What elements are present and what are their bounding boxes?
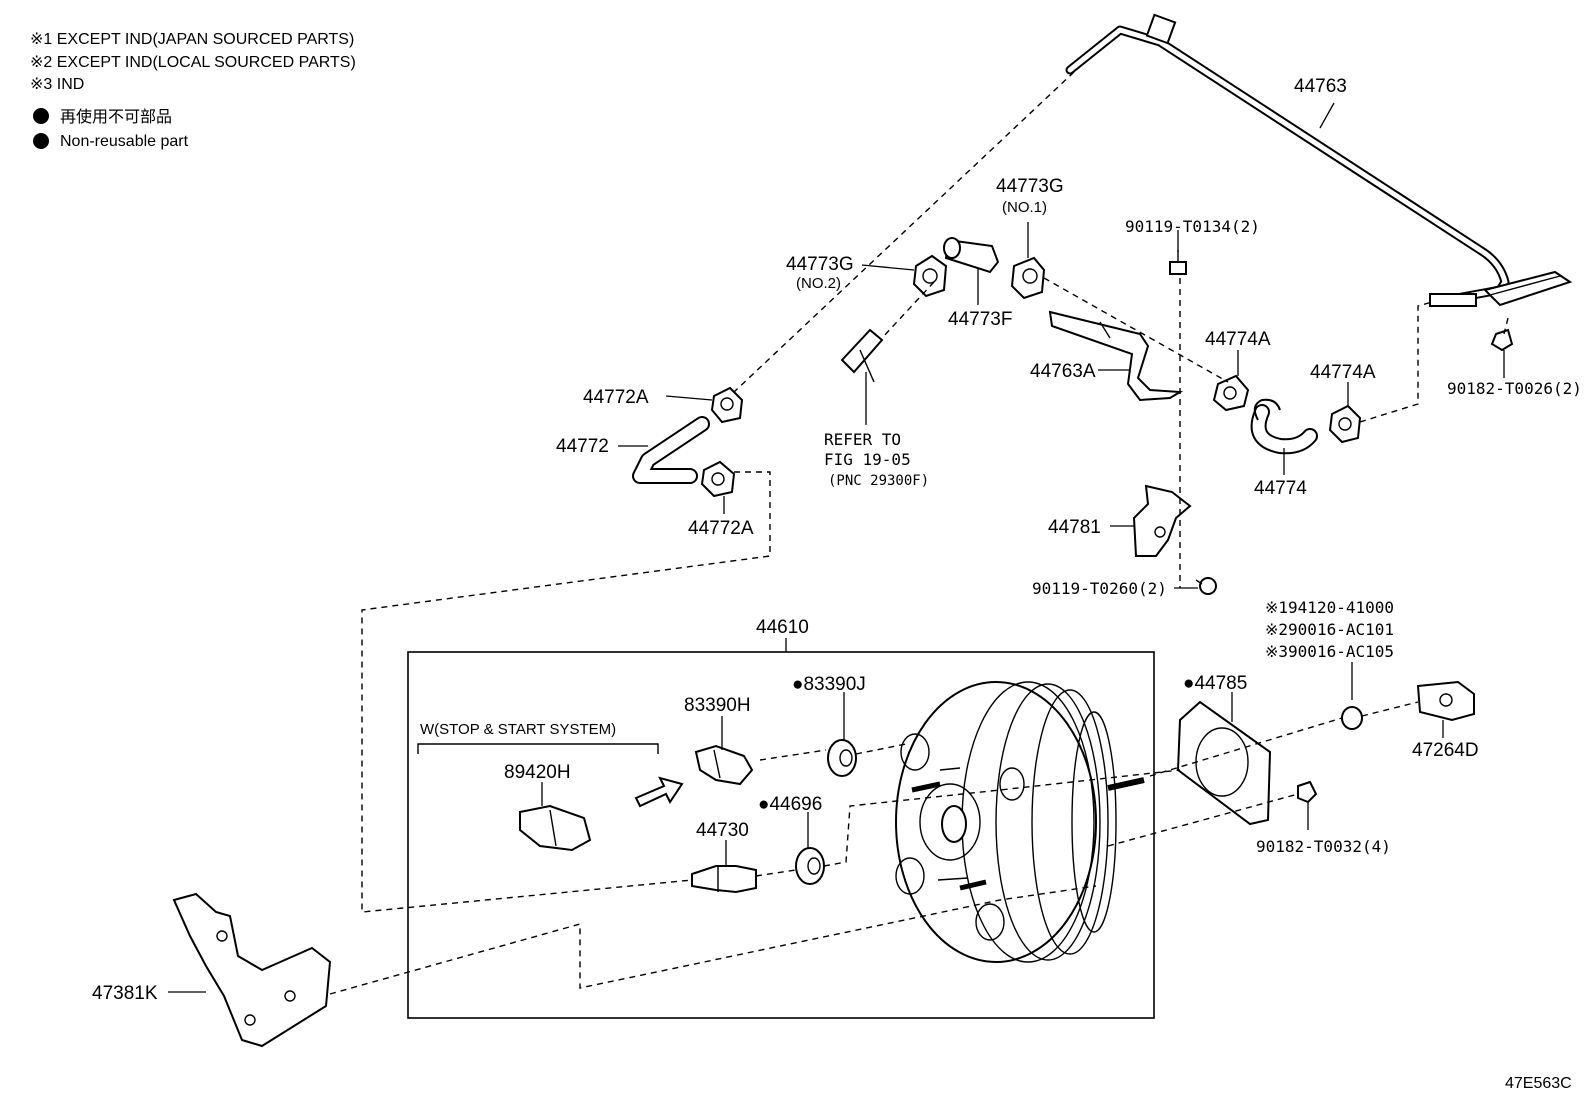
part-label-44772: 44772 — [556, 436, 609, 457]
alt-part-2: ※290016-AC101 — [1265, 620, 1394, 639]
refer-text-3: (PNC 29300F) — [828, 473, 929, 489]
non-reusable-dot-icon — [33, 133, 49, 149]
figure-id: 47E563C — [1505, 1075, 1572, 1092]
clip-44773G-no2 — [912, 254, 948, 298]
direction-arrow-icon — [634, 776, 684, 808]
nut-90182-T0032 — [1297, 780, 1318, 804]
nut-90182-T0026 — [1490, 328, 1514, 352]
bracket-44763A — [1048, 310, 1184, 402]
part-label-44785: ●44785 — [1183, 673, 1247, 694]
hose-44772 — [632, 416, 710, 484]
part-label-47381K: 47381K — [92, 983, 158, 1004]
part-label-90119-T0134: 90119-T0134(2) — [1125, 217, 1260, 236]
bracket-47264D — [1416, 680, 1475, 722]
bolt-90119-T0134 — [1169, 250, 1187, 275]
part-label-44773G-no2: 44773G — [786, 254, 854, 275]
clip-44773G-no1 — [1010, 256, 1046, 300]
bolt-90119-T0260 — [1195, 577, 1217, 595]
bracket-47381K — [172, 892, 332, 1048]
stop-start-label: W(STOP & START SYSTEM) — [420, 721, 616, 738]
clip-44772A-1 — [710, 386, 744, 424]
non-reusable-dot-icon — [33, 108, 49, 124]
legend-nonreusable-en: Non-reusable part — [60, 133, 189, 150]
part-label-90182-T0026: 90182-T0026(2) — [1447, 379, 1582, 398]
part-sublabel-no1: (NO.1) — [1002, 199, 1047, 216]
legend-nonreusable-ja: 再使用不可部品 — [60, 108, 172, 126]
part-label-90119-T0260: 90119-T0260(2) — [1032, 579, 1167, 598]
valve-44730 — [691, 865, 757, 894]
grommet-44696 — [795, 847, 825, 885]
clip-44774A-1 — [1212, 374, 1250, 412]
connector-83390H — [694, 744, 754, 786]
sensor-89420H — [519, 804, 592, 852]
refer-text-1: REFER TO — [824, 430, 901, 449]
bracket-44781 — [1132, 484, 1192, 557]
legend-note-3: ※3 IND — [30, 76, 84, 93]
alt-part-1: ※194120-41000 — [1265, 598, 1394, 617]
clip-44772A-2 — [700, 460, 736, 498]
clip-44774A-2 — [1328, 404, 1362, 444]
part-label-44610: 44610 — [756, 617, 809, 638]
part-label-44774A-1: 44774A — [1205, 329, 1271, 350]
spacer-alt-part — [1341, 706, 1363, 730]
part-label-83390H: 83390H — [684, 695, 751, 716]
part-label-44773F: 44773F — [948, 309, 1012, 330]
part-label-47264D: 47264D — [1412, 740, 1479, 761]
part-label-44781: 44781 — [1048, 517, 1101, 538]
part-label-44763: 44763 — [1294, 76, 1347, 97]
stop-start-bracket — [417, 743, 659, 754]
booster-assembly-frame — [407, 651, 1155, 1019]
check-valve-fig-19-05 — [840, 328, 884, 383]
legend-note-2: ※2 EXCEPT IND(LOCAL SOURCED PARTS) — [30, 54, 356, 71]
brake-booster-44610 — [895, 681, 1145, 963]
part-label-90182-T0032: 90182-T0032(4) — [1256, 837, 1391, 856]
part-label-89420H: 89420H — [504, 762, 571, 783]
part-label-44763A: 44763A — [1030, 361, 1096, 382]
vacuum-pipe-44763 — [1065, 13, 1573, 307]
part-label-44772A-2: 44772A — [688, 518, 754, 539]
alt-part-3: ※390016-AC105 — [1265, 642, 1394, 661]
gasket-44785 — [1176, 700, 1272, 826]
part-label-44696: ●44696 — [758, 794, 822, 815]
legend: ※1 EXCEPT IND(JAPAN SOURCED PARTS) ※2 EX… — [30, 31, 356, 150]
refer-text-2: FIG 19-05 — [824, 450, 911, 469]
part-label-83390J: ●83390J — [792, 674, 866, 695]
legend-note-1: ※1 EXCEPT IND(JAPAN SOURCED PARTS) — [30, 31, 354, 48]
part-label-44774A-2: 44774A — [1310, 362, 1376, 383]
part-label-44730: 44730 — [696, 820, 749, 841]
part-label-44774: 44774 — [1254, 478, 1307, 499]
part-label-44773G-no1: 44773G — [996, 176, 1064, 197]
part-sublabel-no2: (NO.2) — [796, 275, 841, 292]
assembly-dashed-lines — [329, 71, 1509, 995]
hose-44774 — [1250, 398, 1318, 455]
union-44773F — [943, 237, 1000, 274]
part-label-44772A-1: 44772A — [583, 387, 649, 408]
grommet-83390J — [827, 739, 857, 777]
